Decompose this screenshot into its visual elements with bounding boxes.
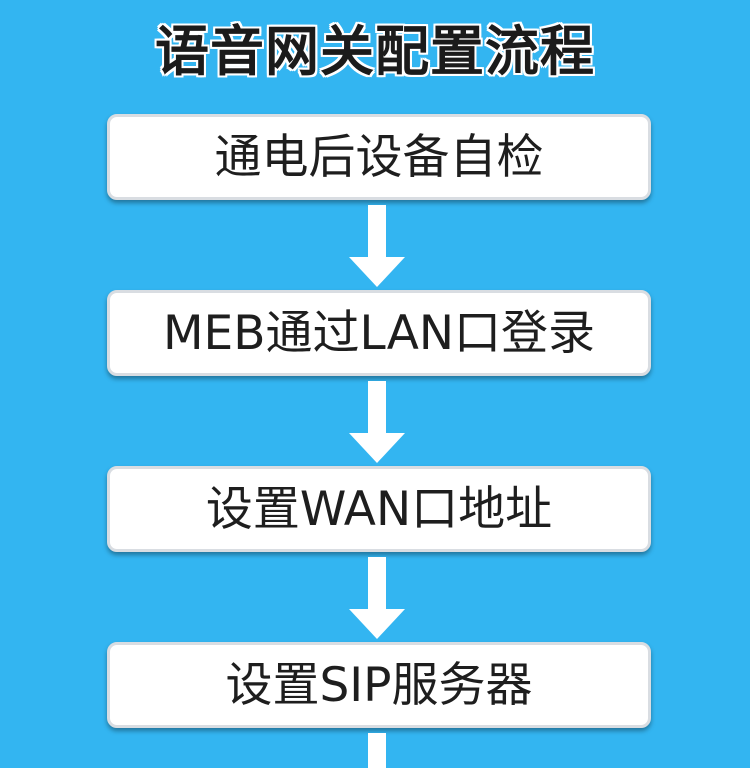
arrow-3-head: [349, 609, 405, 639]
flow-step-2: MEB通过LAN口登录: [107, 290, 651, 376]
arrow-1-shaft: [368, 205, 386, 259]
down-arrow-2: [349, 381, 405, 463]
flow-step-4-label: 设置SIP服务器: [225, 657, 533, 713]
down-arrow-4-partial: [349, 733, 405, 768]
arrow-2-head: [349, 433, 405, 463]
flow-step-1: 通电后设备自检: [107, 114, 651, 200]
arrow-2-shaft: [368, 381, 386, 435]
diagram-title: 语音网关配置流程: [155, 20, 595, 83]
arrow-3-shaft: [368, 557, 386, 611]
down-arrow-3: [349, 557, 405, 639]
flow-step-1-label: 通电后设备自检: [214, 129, 544, 185]
arrow-1-head: [349, 257, 405, 287]
flow-step-4: 设置SIP服务器: [107, 642, 651, 728]
flow-step-3-label: 设置WAN口地址: [205, 481, 553, 537]
down-arrow-1: [349, 205, 405, 287]
flow-step-3: 设置WAN口地址: [107, 466, 651, 552]
flow-step-2-label: MEB通过LAN口登录: [162, 305, 596, 361]
arrow-4-shaft: [368, 733, 386, 768]
